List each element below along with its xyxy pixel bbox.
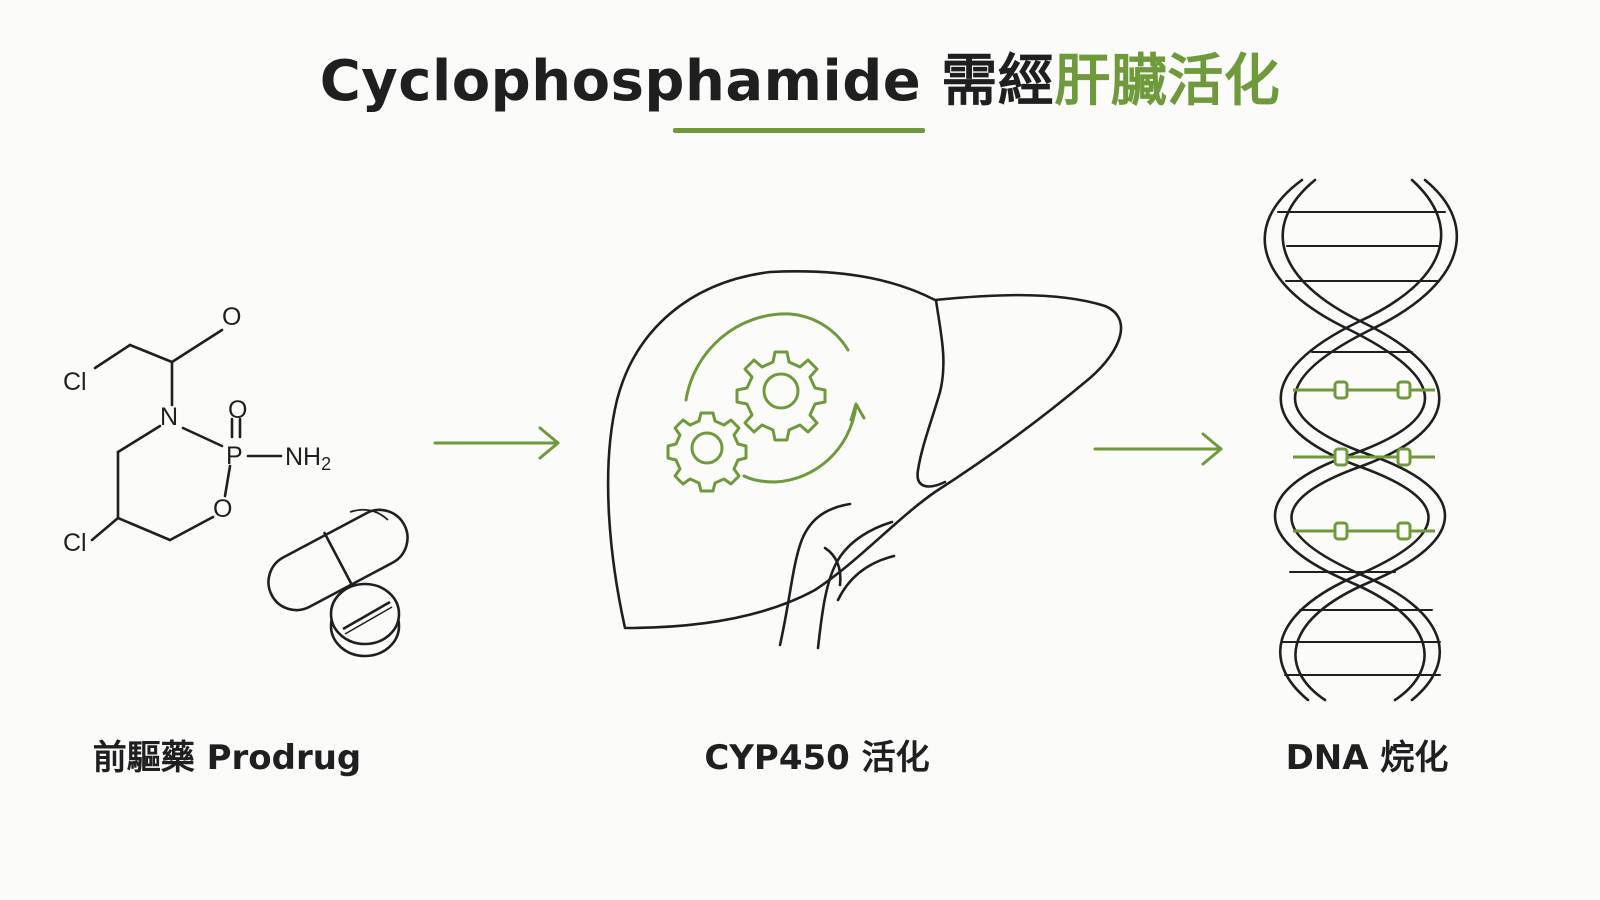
atom-o-double: O [228,396,247,424]
bond [181,426,224,448]
bond [223,464,232,498]
bond [90,516,120,542]
atom-nh2: NH2 [285,443,331,474]
atom-o-ring: O [213,495,232,523]
gears-icon [666,312,866,493]
atom-cl-top: Cl [63,368,87,396]
tablet-icon [329,582,401,658]
title-main: Cyclophosphamide 需經 [319,49,1055,114]
dna-helix-icon [1263,178,1459,702]
caption-dna: DNA 烷化 [1285,738,1449,778]
liver-icon [606,270,1123,650]
atom-labels: Cl O N O P NH2 O Cl [63,303,331,557]
cyclophosphamide-structure [90,328,283,542]
title-underline [673,128,925,133]
bond [93,343,132,370]
atom-o-carbonyl: O [222,303,241,331]
bond [116,516,172,542]
bond [170,328,224,364]
bond [168,515,215,542]
page-title: Cyclophosphamide 需經肝臟活化 [0,36,1600,117]
atom-n: N [160,403,178,431]
arrow-liver-to-dna [1093,432,1223,466]
title-accent: 肝臟活化 [1054,49,1281,114]
atom-cl-bottom: Cl [63,529,87,557]
atom-p: P [226,442,243,470]
arrow-prodrug-to-liver [433,426,560,460]
bond [116,424,162,454]
bond [128,343,174,364]
capsule-icon [267,508,409,612]
dna-base-pairs [1277,211,1446,676]
caption-prodrug: 前驅藥 Prodrug [92,738,362,778]
dna-alkylation-crosslinks [1293,380,1435,541]
caption-cyp450: CYP450 活化 [704,738,930,778]
